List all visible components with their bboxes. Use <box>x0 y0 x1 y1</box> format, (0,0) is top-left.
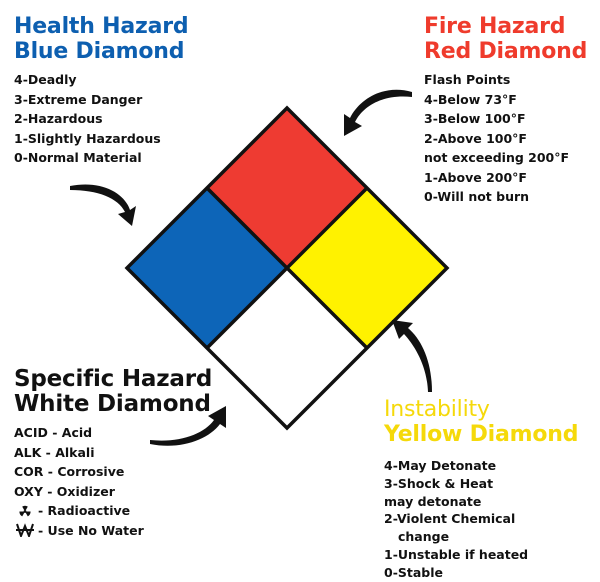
list-item: Flash Points <box>424 72 511 87</box>
fire-hazard-section: Fire Hazard Red Diamond Flash Points 4-B… <box>424 14 587 207</box>
list-item: 2-Above 100°F <box>424 130 527 146</box>
health-hazard-title: Health Hazard Blue Diamond <box>14 14 189 64</box>
list-item: may detonate <box>384 493 482 509</box>
instability-title: Instability Yellow Diamond <box>384 397 579 447</box>
list-item: OXY - Oxidizer <box>14 483 115 499</box>
arrow-to-yellow-icon <box>392 320 432 392</box>
specific-hazard-list: ACID - Acid ALK - Alkali COR - Corrosive… <box>14 423 212 540</box>
list-item: ALK - Alkali <box>14 444 95 460</box>
arrow-to-blue-icon <box>70 184 136 226</box>
instability-list: 4-May Detonate 3-Shock & Heat may detona… <box>384 457 578 582</box>
list-item: 4-May Detonate <box>384 458 497 473</box>
instability-section: Instability Yellow Diamond 4-May Detonat… <box>384 397 579 582</box>
health-hazard-section: Health Hazard Blue Diamond 4-Deadly 3-Ex… <box>14 14 189 168</box>
list-item: COR - Corrosive <box>14 464 125 479</box>
list-item: 0-Normal Material <box>14 150 142 165</box>
list-item: 1-Above 200°F <box>424 169 527 185</box>
diamond-outline <box>124 105 450 431</box>
arrow-to-red-icon <box>344 89 412 136</box>
no-water-icon <box>14 523 36 538</box>
radioactive-icon <box>14 503 36 519</box>
arrow-to-white-icon <box>150 406 226 446</box>
list-item: 3-Shock & Heat <box>384 475 494 491</box>
list-item: change <box>398 529 450 545</box>
list-item: 0-Stable <box>384 564 444 580</box>
fire-hazard-list: Flash Points 4-Below 73°F 3-Below 100°F … <box>424 70 587 207</box>
list-item: 4-Deadly <box>14 72 77 87</box>
list-item: not exceeding 200°F <box>424 150 570 165</box>
list-item: 3-Below 100°F <box>424 111 526 126</box>
specific-hazard-title: Specific Hazard White Diamond <box>14 366 213 417</box>
specific-hazard-section: Specific Hazard White Diamond ACID - Aci… <box>14 367 212 540</box>
fire-hazard-title: Fire Hazard Red Diamond <box>424 14 588 64</box>
list-item: ACID - Acid <box>14 425 93 440</box>
list-item: 1-Slightly Hazardous <box>14 130 161 146</box>
list-item: 2-Violent Chemical <box>384 511 516 527</box>
list-item: 0-Will not burn <box>424 189 530 204</box>
list-item: 4-Below 73°F <box>424 91 517 107</box>
list-item: 2-Hazardous <box>14 111 103 126</box>
list-item: - Radioactive <box>14 501 212 521</box>
health-hazard-list: 4-Deadly 3-Extreme Danger 2-Hazardous 1-… <box>14 70 188 168</box>
list-item: - Use No Water <box>14 521 212 541</box>
list-item: 3-Extreme Danger <box>14 91 143 107</box>
list-item: 1-Unstable if heated <box>384 546 529 562</box>
